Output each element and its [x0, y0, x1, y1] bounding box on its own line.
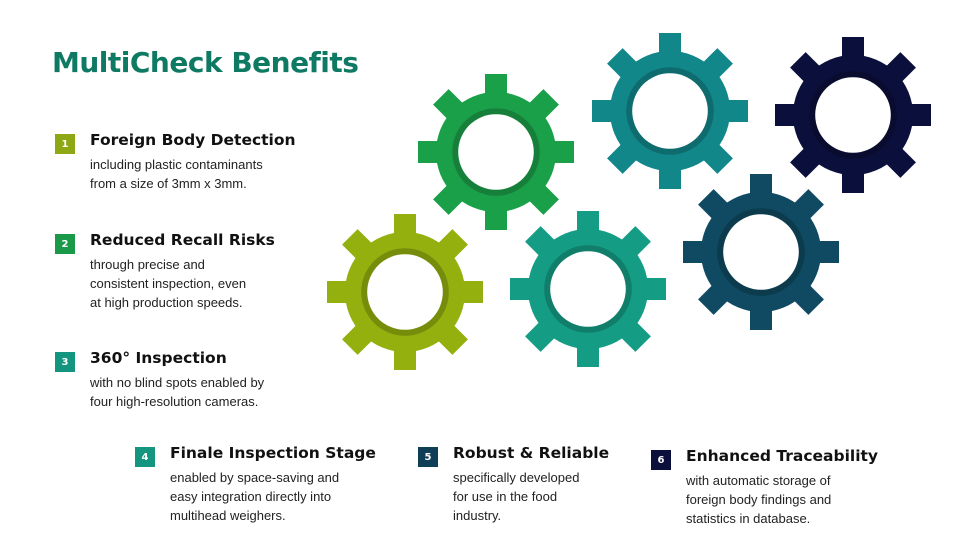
benefit-1-number-badge: 1	[55, 134, 75, 154]
gear-green-icon	[418, 74, 574, 230]
benefit-4-heading: Finale Inspection Stage	[170, 444, 376, 462]
gear-slate-icon	[683, 174, 839, 330]
benefit-2-heading: Reduced Recall Risks	[90, 231, 275, 249]
gear-teal-icon	[592, 33, 748, 189]
gear-navy-icon	[775, 37, 931, 193]
benefit-5-description: specifically developed for use in the fo…	[453, 470, 580, 523]
benefit-3-description: with no blind spots enabled by four high…	[90, 375, 265, 409]
benefit-1-heading: Foreign Body Detection	[90, 131, 296, 149]
benefit-3-heading: 360° Inspection	[90, 349, 227, 367]
benefit-5-heading: Robust & Reliable	[453, 444, 610, 462]
benefit-4-description: enabled by space-saving and easy integra…	[170, 470, 340, 523]
gear-olive-icon	[327, 214, 483, 370]
benefit-4-number-badge: 4	[135, 447, 155, 467]
benefit-6-heading: Enhanced Traceability	[686, 447, 879, 465]
benefit-2-number-badge: 2	[55, 234, 75, 254]
gear-seagreen-icon	[510, 211, 666, 367]
benefit-6-number-badge: 6	[651, 450, 671, 470]
benefit-2-description: through precise and consistent inspectio…	[90, 257, 247, 310]
page-title: MultiCheck Benefits	[52, 46, 359, 79]
benefit-1-description: including plastic contaminants from a si…	[90, 157, 263, 191]
benefit-5-number-badge: 5	[418, 447, 438, 467]
benefit-3-number-badge: 3	[55, 352, 75, 372]
benefit-6-description: with automatic storage of foreign body f…	[686, 473, 832, 526]
